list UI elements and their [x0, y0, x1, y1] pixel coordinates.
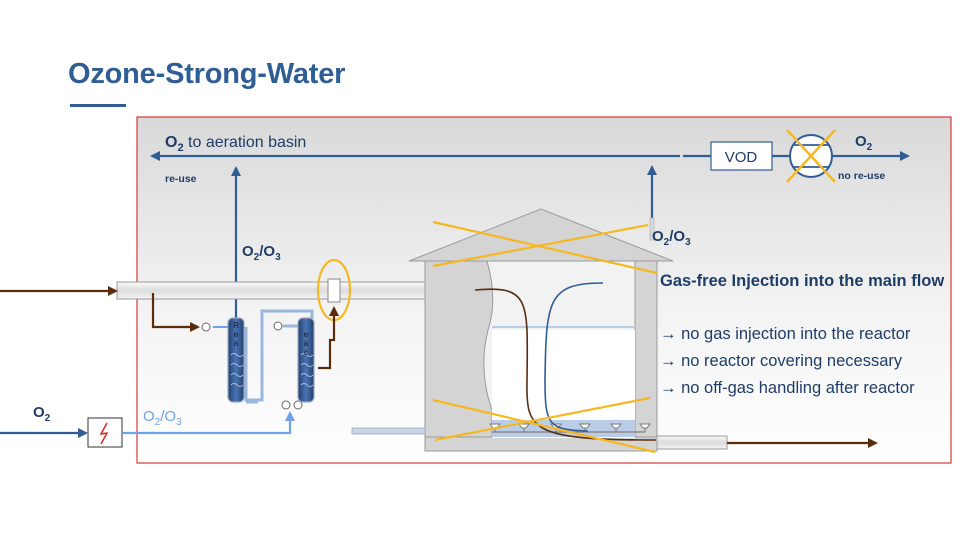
cross-compressor-b — [786, 129, 836, 183]
info-heading: Gas-free Injection into the main flow — [660, 272, 945, 290]
o2-outlet-label: O2 — [855, 133, 873, 153]
o2o3-feed-label: O2/O3 — [143, 408, 182, 428]
valve-icon-3 — [281, 400, 291, 410]
water-return-line — [318, 306, 339, 370]
o2o3-riser-right-label: O2/O3 — [652, 228, 691, 248]
reuse-label: re-use — [165, 173, 197, 185]
valve-icon-4 — [293, 400, 303, 410]
main-pipe — [116, 281, 426, 300]
svg-text:e: e — [304, 330, 309, 339]
lightning-icon — [99, 422, 109, 445]
vod-label: VOD — [725, 149, 758, 166]
cross-roof-b — [432, 223, 649, 268]
title-underline — [70, 104, 126, 107]
ozone-generator-box — [87, 417, 123, 448]
svg-text:c: c — [304, 348, 308, 357]
building-wall-right — [634, 260, 658, 452]
info-bullet-1: → no gas injection into the reactor — [660, 325, 911, 343]
vod-box — [710, 141, 773, 171]
cross-basin-b — [434, 396, 651, 442]
reactor-1-letters: R e a — [233, 321, 239, 348]
page-title: Ozone-Strong-Water — [68, 58, 346, 90]
reactor-2-letters: e a c — [304, 330, 309, 357]
cross-basin-a — [432, 398, 656, 454]
svg-text:R: R — [233, 321, 239, 330]
flow-curve-blue — [544, 282, 604, 432]
svg-text:a: a — [304, 339, 309, 348]
reactor-2 — [297, 317, 315, 403]
water-branch-line — [151, 293, 200, 332]
valve-icon-1 — [201, 322, 211, 332]
svg-text:a: a — [234, 339, 239, 348]
building-wall-left — [424, 260, 496, 452]
o2-aeration-label: O2 to aeration basin — [165, 134, 306, 154]
air-supply-pipe — [351, 427, 426, 435]
o2o3-feed-line — [122, 411, 295, 435]
pipe-flange — [327, 278, 341, 303]
o2-feed-label: O2 — [33, 404, 51, 424]
svg-text:e: e — [234, 330, 239, 339]
reactor-1 — [227, 317, 245, 403]
no-reuse-label: no re-use — [838, 170, 885, 182]
info-bullet-2: → no reactor covering necessary — [660, 352, 903, 370]
flow-curve-brown — [474, 288, 657, 441]
valve-icon-2 — [273, 321, 283, 331]
o2o3-riser-left-label: O2/O3 — [242, 243, 281, 263]
outlet-pipe — [656, 435, 728, 450]
info-bullet-3: → no off-gas handling after reactor — [660, 379, 915, 397]
cross-roof-a — [432, 220, 658, 275]
